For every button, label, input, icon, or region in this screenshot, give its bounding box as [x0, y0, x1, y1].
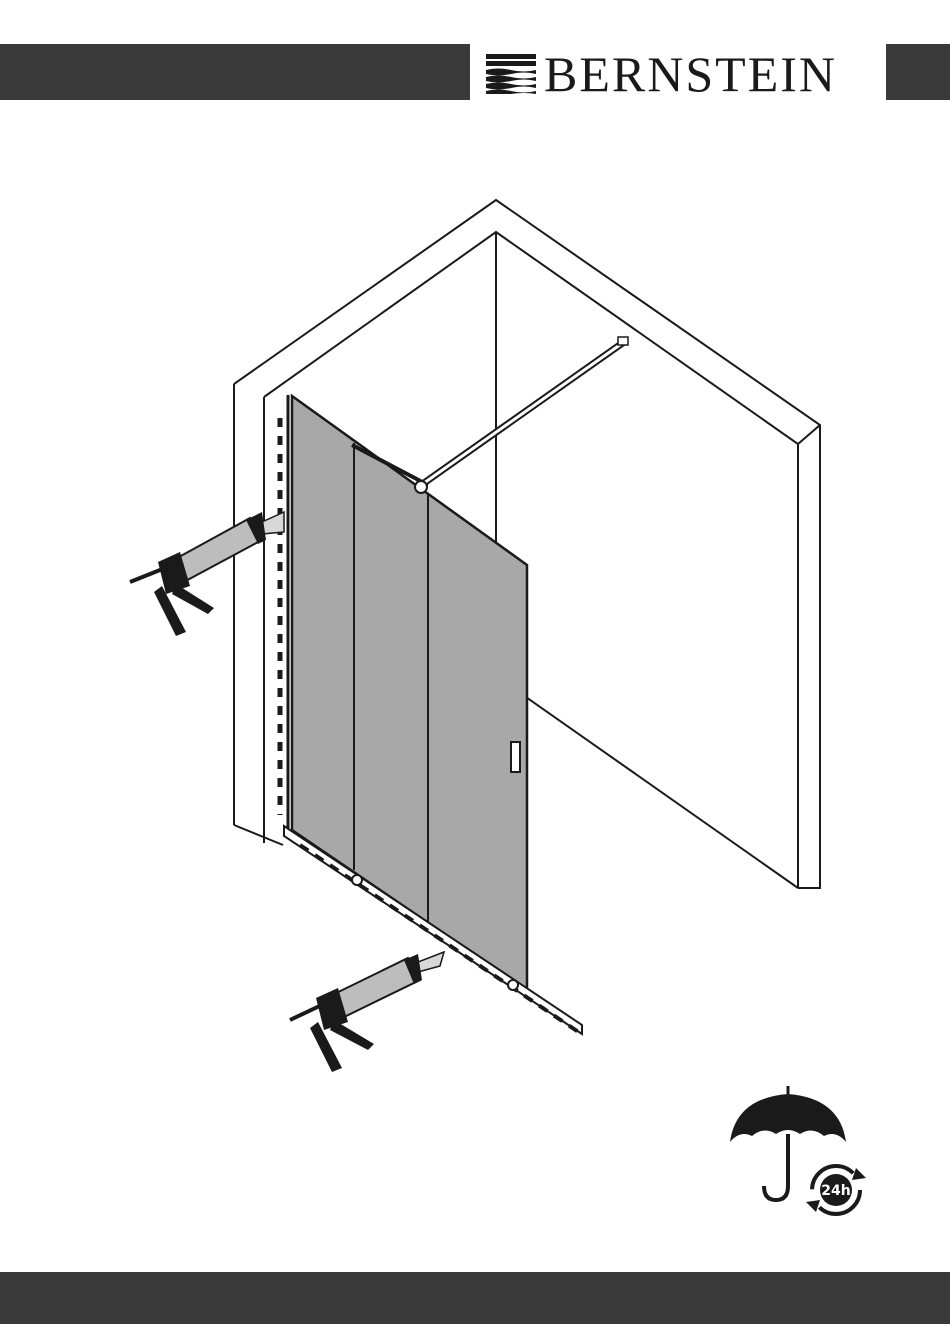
installation-illustration: 24h	[0, 0, 950, 1270]
glass-panel	[292, 396, 527, 990]
cure-time-badge: 24h	[821, 1183, 850, 1199]
stabilizer-bar	[415, 337, 628, 493]
footer-bar	[0, 1272, 950, 1324]
floor-fixing	[508, 980, 518, 990]
floor-fixing	[352, 875, 362, 885]
door-handle	[511, 742, 520, 772]
caulking-gun-icon	[290, 952, 444, 1072]
caulking-gun-icon	[130, 512, 284, 636]
circular-arrows-icon: 24h	[806, 1166, 866, 1214]
